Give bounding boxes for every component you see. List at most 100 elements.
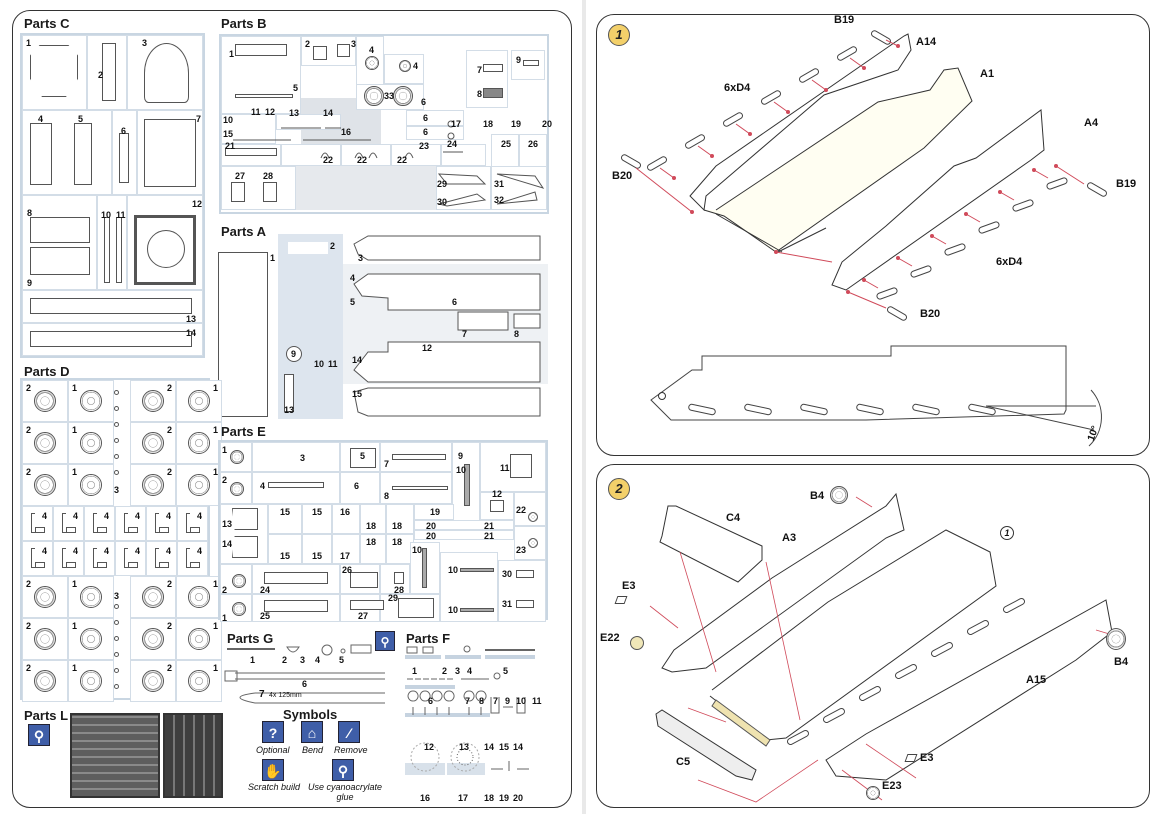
road-wheel-d1 (80, 432, 102, 454)
stud-d3 (114, 422, 119, 427)
wheel-cell: 2 (22, 422, 68, 464)
a-label: 1 (270, 253, 276, 263)
road-wheel-d2 (142, 474, 164, 496)
f-label: 15 (499, 742, 510, 752)
e-label: 18 (392, 521, 403, 531)
e-label: 4 (260, 481, 266, 491)
a-label: 7 (462, 329, 468, 339)
b-label: 27 (235, 171, 246, 181)
b-label: 31 (494, 179, 505, 189)
stud-d3 (114, 604, 119, 609)
part-b9 (523, 60, 539, 66)
e-label: 15 (280, 507, 291, 517)
c-label: 10 (101, 210, 112, 220)
a-label: 6 (452, 297, 458, 307)
part-b4-right (1106, 628, 1126, 650)
c-label: 2 (98, 70, 104, 80)
part-e2 (232, 574, 246, 588)
step-2-drawing (649, 492, 1117, 803)
part-b33 (393, 86, 413, 106)
stud-d3 (114, 390, 119, 395)
e-label: 20 (426, 521, 437, 531)
wheel-cell: 2 (22, 464, 68, 506)
assembly-arrow (896, 256, 913, 267)
e-label: 6 (354, 481, 360, 491)
f-label: 9 (505, 696, 511, 706)
wheel-cell: 1 (68, 618, 114, 660)
d-label: 1 (212, 579, 218, 589)
a-label: 4 (350, 273, 356, 283)
c-label: 5 (78, 114, 84, 124)
bracket-cell: 4 (22, 506, 53, 541)
b-label: 30 (437, 197, 448, 207)
d-label: 3 (114, 591, 120, 601)
b-label: 22 (397, 155, 408, 165)
d-label: 4 (196, 511, 202, 521)
wheel-cell: 2 (22, 618, 68, 660)
parts-e-title: Parts E (221, 424, 266, 439)
d-label: 4 (196, 546, 202, 556)
b-label: 33 (384, 91, 395, 101)
b-label: 14 (323, 108, 334, 118)
c-label: 14 (186, 328, 197, 338)
assembly-arrow (862, 278, 879, 289)
part-e27 (350, 600, 384, 610)
wheel-cell: 2 (130, 464, 176, 506)
d-label: 1 (212, 383, 218, 393)
part-e23 (528, 538, 538, 548)
parts-b-sprue: 1 2 3 4 4 5 33 6 6 6 7 8 9 10 11 12 13 1… (219, 34, 552, 214)
d-label: 1 (72, 579, 78, 589)
f-label: 19 (499, 793, 510, 803)
bracket-d4-foot (97, 562, 107, 568)
part-b28 (263, 182, 277, 202)
e-label: 25 (260, 611, 271, 621)
road-wheel-d2 (142, 670, 164, 692)
part-e10 (464, 464, 470, 506)
drill-icon: ⁄ (338, 721, 360, 743)
part-c12 (134, 215, 196, 285)
b-label: 26 (528, 139, 539, 149)
part-e10 (422, 548, 427, 588)
road-wheel-d2 (34, 474, 56, 496)
road-wheel-d2 (34, 390, 56, 412)
part-e8 (392, 486, 448, 490)
part-e26 (350, 572, 378, 588)
e-label: 14 (222, 539, 233, 549)
bracket-d4 (124, 513, 128, 533)
step-2-badge: 2 (608, 478, 630, 500)
part-b5 (235, 94, 293, 98)
d-label: 2 (26, 621, 32, 631)
instructions-page: 1 B19 A14 A1 A4 6xD4 B19 B20 6xD4 B20 10… (586, 0, 1150, 814)
bracket-cell: 4 (53, 541, 84, 576)
a-label: 11 (328, 359, 338, 369)
g-label: 2 (282, 655, 288, 665)
bracket-d4 (186, 513, 190, 533)
part-a1 (218, 252, 268, 417)
angle-indicator (985, 389, 1102, 447)
e-label: 10 (412, 545, 423, 555)
e-label: 15 (312, 551, 323, 561)
callout-6xd4-right: 6xD4 (996, 256, 1023, 268)
b-label: 22 (357, 155, 368, 165)
part-c1 (30, 45, 78, 97)
e-label: 3 (300, 453, 306, 463)
road-wheel-d2 (34, 670, 56, 692)
callout-e3-right: E3 (920, 752, 934, 764)
g-label: 5 (339, 655, 345, 665)
b-label: 10 (223, 115, 234, 125)
e-label: 18 (366, 537, 377, 547)
a-label: 8 (514, 329, 520, 339)
part-e7 (392, 454, 446, 460)
b-label: 22 (323, 155, 334, 165)
b-label: 4 (413, 61, 419, 71)
wheel-cell: 2 (22, 660, 68, 702)
part-e28 (394, 572, 404, 584)
parts-map-page: Parts C 1 2 3 4 5 6 7 8 (0, 0, 582, 814)
b-label: 23 (419, 141, 430, 151)
e-label: 29 (388, 593, 399, 603)
bracket-cell: 4 (115, 541, 146, 576)
a-label: 9 (291, 349, 297, 359)
e-label: 21 (484, 521, 495, 531)
b-label: 28 (263, 171, 274, 181)
assembly-arrow (811, 79, 828, 92)
